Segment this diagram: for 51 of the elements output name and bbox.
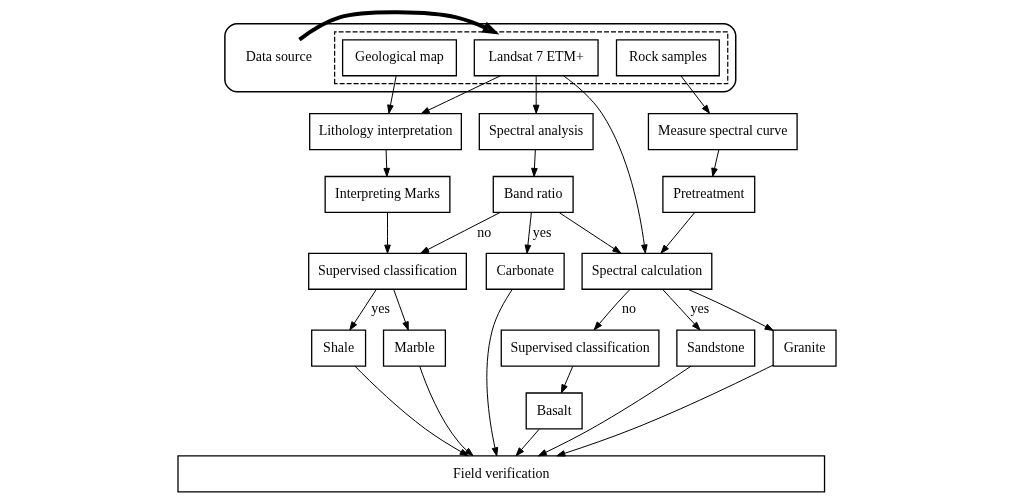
arrow [530,149,538,177]
edge-label: no [621,301,636,317]
arrow [348,288,377,331]
node-box: Supervised classification [307,252,467,290]
arrow [660,211,695,254]
edge-label: yes [532,224,551,240]
edge-label: no [476,224,491,240]
node-box: Shale [310,329,366,367]
node-box: Carbonate [485,252,565,290]
arrow [532,75,539,114]
arrow [560,365,573,394]
node-box: Measure spectral curve [647,113,798,151]
arrow [418,365,473,457]
node-box: Pretreatment [661,175,755,214]
arrow [386,75,397,114]
arrow [353,365,469,457]
node-box: Spectral analysis [478,113,594,151]
arrow [555,364,774,457]
arrow [661,288,700,331]
node-box: Interpreting Marks [324,175,451,214]
node-box: Sandstone [675,329,755,367]
arrow [562,75,648,254]
node-box: Granite [772,329,837,367]
node-box: Marble [382,329,446,367]
node-box: Band ratio [492,175,574,214]
arrow [485,289,513,457]
node-box: Rock samples [615,39,720,77]
arrow [383,211,391,254]
node-box: Field verification [176,455,825,493]
arrow [392,288,409,331]
arrow [679,75,710,114]
node-box: Spectral calculation [580,252,712,290]
node-box: Geological map [341,39,457,77]
arrow [687,288,774,331]
arrow [524,211,532,254]
node-box: Supervised classification [500,329,660,367]
node-box: Lithology interpretation [308,113,462,151]
arrow [297,10,499,42]
node-box: Basalt [525,392,583,430]
arrow [419,211,501,254]
arrow [710,149,719,177]
node-box: Landsat 7 ETM+ [473,39,599,77]
arrow [558,211,621,254]
edge-label: yes [370,301,390,317]
arrow [382,149,390,177]
arrow [515,428,540,457]
cluster [333,31,728,85]
edge-label: yes [690,301,709,317]
node-text: Data source [245,49,312,65]
arrow [537,365,691,457]
arrow [593,289,630,331]
